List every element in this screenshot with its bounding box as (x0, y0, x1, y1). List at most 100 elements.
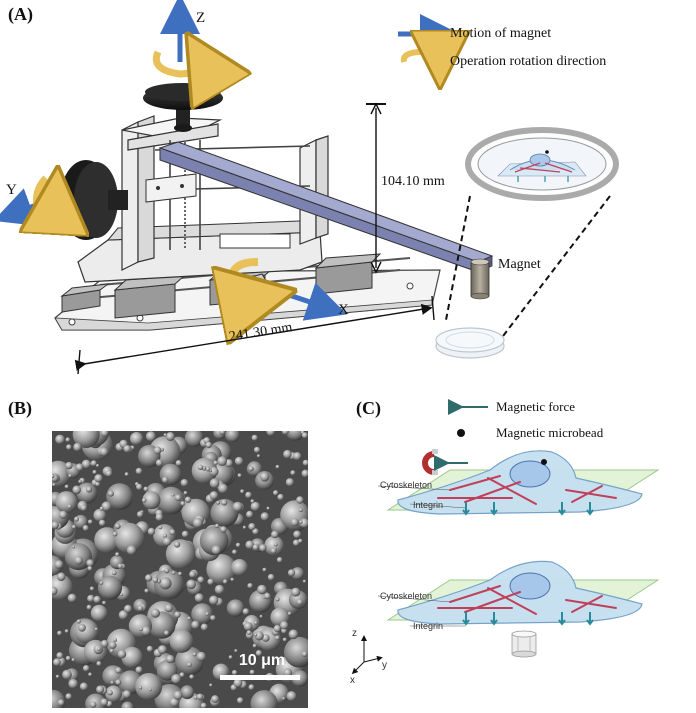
particle-small (115, 667, 122, 674)
particle (286, 431, 305, 441)
scale-bar (220, 675, 300, 680)
particle-small (222, 579, 228, 584)
particle-small (137, 605, 144, 612)
particle-small (259, 472, 270, 482)
particle-small (301, 432, 308, 439)
particle-small (246, 630, 252, 635)
particle-small (292, 539, 300, 547)
particle-small (186, 579, 196, 590)
particle-small (76, 619, 81, 624)
particle-small (291, 587, 301, 597)
particle-small (257, 584, 267, 595)
particle-small (275, 464, 280, 469)
legend-rotation-label: Operation rotation direction (450, 54, 607, 69)
particle-small (52, 586, 58, 596)
particle-small (152, 577, 159, 583)
particle-small (98, 519, 106, 527)
zoom-lines (445, 195, 611, 341)
particle-small (296, 496, 304, 504)
particle-small (302, 459, 308, 466)
particle-small (66, 444, 72, 450)
particle-small (141, 626, 151, 636)
particle-small (205, 441, 212, 449)
particle (191, 603, 214, 625)
particle-small (290, 470, 296, 476)
particle-small (67, 504, 72, 509)
bottom-cytoskeleton-label: Cytoskeleton (380, 591, 433, 601)
particle-small (95, 463, 100, 468)
particle-small (88, 519, 93, 525)
particle-small (285, 478, 294, 487)
particle-small (184, 496, 192, 503)
particle (264, 535, 284, 556)
particle-small (209, 491, 219, 500)
particle-small (259, 614, 263, 618)
particle-small (252, 528, 259, 535)
particle (225, 431, 240, 443)
particle-small (117, 563, 123, 569)
particle (191, 457, 218, 484)
width-dimension (74, 295, 435, 375)
particle-small (299, 508, 303, 512)
panel-b-label: (B) (8, 398, 32, 418)
particle-small (144, 588, 149, 593)
particle-small (207, 578, 214, 585)
particle (157, 486, 185, 515)
particle-small (283, 668, 293, 678)
particle-small (56, 572, 66, 581)
height-dimension-label: 104.10 mm (381, 174, 445, 189)
particle-small (56, 652, 64, 659)
particle-small (68, 473, 72, 478)
particle-small (187, 662, 192, 668)
particle-small (245, 491, 252, 499)
particle-small (74, 556, 83, 565)
particle-small (99, 506, 104, 511)
x-axis-label: X (338, 302, 349, 318)
sem-micrograph (52, 431, 308, 708)
particle-small (183, 491, 188, 495)
particle-small (141, 498, 147, 503)
magnified-dish-icon (465, 127, 619, 201)
particle (55, 491, 78, 514)
particle-small (261, 634, 270, 642)
particle-small (111, 570, 117, 576)
particle-small (52, 483, 56, 487)
particle-small (82, 525, 89, 531)
particle-small (301, 469, 308, 478)
particle-small (93, 595, 101, 604)
particle (130, 432, 144, 446)
bottom-cell (377, 560, 660, 658)
particle-small (94, 474, 103, 483)
particle-small (180, 479, 189, 487)
particle (165, 539, 196, 569)
particle-small (65, 693, 72, 700)
particle-small (237, 697, 244, 704)
particle-small (232, 549, 237, 555)
particle-small (99, 447, 109, 457)
particle-small (89, 586, 95, 591)
particle-small (287, 611, 292, 616)
particle (226, 599, 245, 617)
particle-small (237, 473, 242, 478)
cell-mechanics-diagram (351, 399, 660, 675)
particle-small (163, 433, 167, 437)
particle-small (53, 658, 61, 667)
particle (135, 673, 163, 700)
particle-small (283, 449, 292, 459)
particle-small (231, 669, 238, 676)
particle-small (65, 655, 71, 661)
particle-small (174, 494, 182, 502)
particle-small (252, 544, 259, 551)
particle-small (57, 699, 65, 706)
top-cell (377, 449, 660, 516)
particle-small (191, 620, 200, 629)
particle-small (264, 592, 271, 600)
particle-small (275, 635, 280, 641)
device-diagram (0, 0, 619, 375)
particle (175, 646, 204, 676)
particle (250, 690, 278, 708)
particle-small (92, 470, 97, 475)
particle-small (126, 545, 137, 555)
particle-small (211, 545, 221, 555)
particle-small (158, 525, 163, 530)
